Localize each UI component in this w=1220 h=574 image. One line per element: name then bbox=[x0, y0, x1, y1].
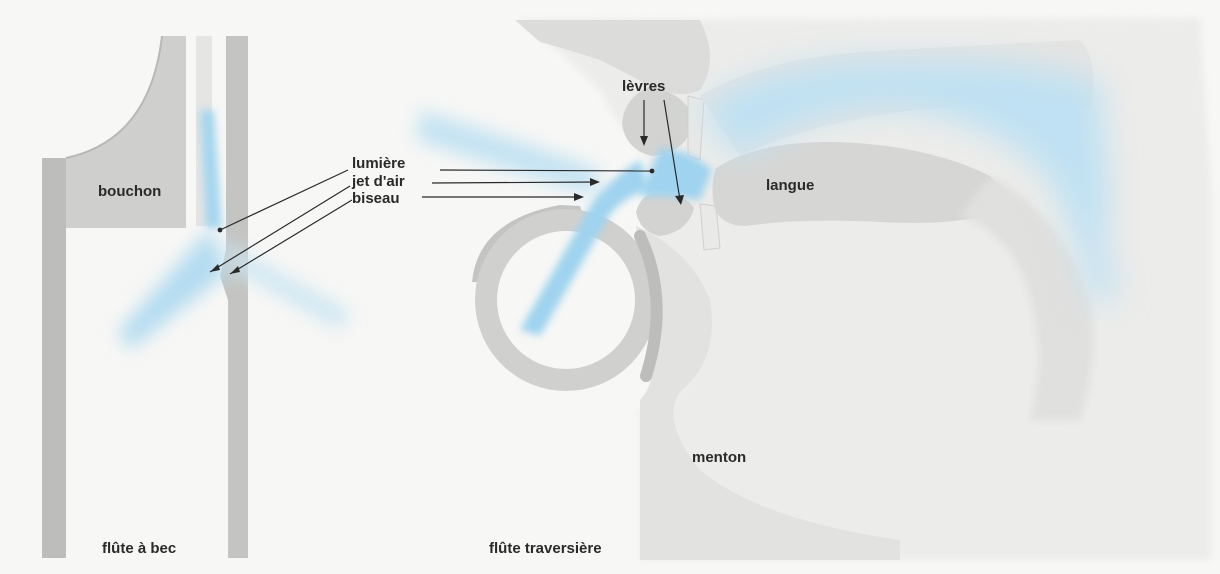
marker-lumiere-flute bbox=[650, 169, 655, 174]
caption-flute-traversiere: flûte traversière bbox=[489, 541, 602, 557]
label-bouchon: bouchon bbox=[98, 184, 161, 200]
label-biseau: biseau bbox=[352, 191, 400, 207]
label-jet-air: jet d'air bbox=[352, 174, 405, 190]
label-lumiere: lumière bbox=[352, 156, 405, 172]
label-levres: lèvres bbox=[622, 79, 665, 95]
recorder-left-wall bbox=[42, 158, 66, 558]
label-langue: langue bbox=[766, 178, 814, 194]
label-menton: menton bbox=[692, 450, 746, 466]
marker-lumiere-recorder bbox=[218, 228, 223, 233]
caption-flute-a-bec: flûte à bec bbox=[102, 541, 176, 557]
